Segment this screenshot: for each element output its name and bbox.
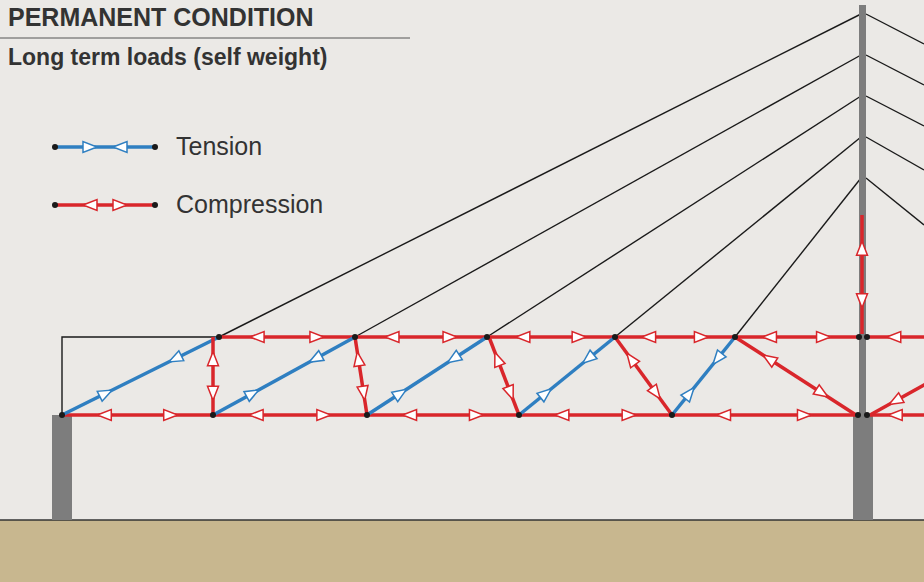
force-arrowhead (887, 332, 901, 343)
force-arrowhead (762, 332, 776, 343)
legend-sample (52, 142, 158, 153)
force-arrowhead (713, 350, 726, 364)
truss-members (62, 215, 924, 415)
force-arrowhead (310, 332, 324, 343)
force-arrowhead (357, 385, 368, 400)
force-arrowhead (443, 332, 457, 343)
force-arrowhead (97, 390, 112, 401)
legend-text: Tension (176, 132, 262, 161)
force-arrowhead (244, 390, 259, 402)
force-arrowhead (469, 410, 483, 421)
force-arrows (97, 241, 924, 420)
force-arrowhead (857, 241, 868, 255)
truss-joints (59, 334, 870, 418)
force-arrowhead (817, 332, 831, 343)
force-arrowhead (622, 410, 636, 421)
force-arrowhead (317, 410, 331, 421)
force-arrowhead (717, 410, 731, 421)
force-arrowhead (694, 332, 708, 343)
force-arrowhead (555, 410, 569, 421)
force-arrowhead (681, 388, 694, 402)
force-arrowhead (249, 410, 263, 421)
force-arrowhead (642, 332, 656, 343)
legend-samples (52, 142, 158, 211)
subtitle: Long term loads (self weight) (8, 44, 327, 71)
force-arrowhead (763, 355, 778, 367)
force-arrowhead (797, 410, 811, 421)
force-arrowhead (208, 386, 219, 400)
force-arrowhead (250, 332, 264, 343)
force-arrowhead (403, 410, 417, 421)
force-arrowhead (354, 352, 365, 367)
force-arrowhead (164, 410, 178, 421)
force-arrowhead (113, 200, 127, 211)
right-pier (853, 415, 873, 520)
force-arrowhead (537, 389, 551, 402)
force-arrowhead (516, 332, 530, 343)
force-arrowhead (495, 352, 505, 367)
force-arrowhead (888, 410, 902, 421)
force-arrowhead (448, 350, 463, 362)
force-arrowhead (385, 332, 399, 343)
force-arrowhead (572, 332, 586, 343)
force-arrowhead (208, 352, 219, 366)
ground (0, 520, 924, 582)
force-arrowhead (627, 353, 640, 368)
legend-sample (52, 200, 158, 211)
force-arrowhead (309, 351, 324, 363)
force-arrowhead (113, 142, 127, 153)
left-pier (52, 415, 72, 520)
force-arrowhead (83, 200, 97, 211)
force-arrowhead (392, 389, 407, 401)
force-arrowhead (97, 410, 111, 421)
force-arrowhead (169, 351, 184, 362)
force-arrowhead (813, 385, 828, 397)
force-arrowhead (889, 393, 904, 405)
force-arrowhead (503, 385, 513, 400)
stay-cables (62, 14, 924, 415)
force-arrowhead (583, 350, 597, 363)
force-arrowhead (857, 294, 868, 308)
ground-line (0, 519, 924, 521)
force-arrowhead (83, 142, 97, 153)
title-rule (0, 38, 410, 39)
force-arrowhead (647, 384, 660, 399)
legend-text: Compression (176, 190, 323, 219)
pylon (859, 5, 866, 415)
diagram-title: PERMANENT CONDITION (8, 3, 314, 32)
